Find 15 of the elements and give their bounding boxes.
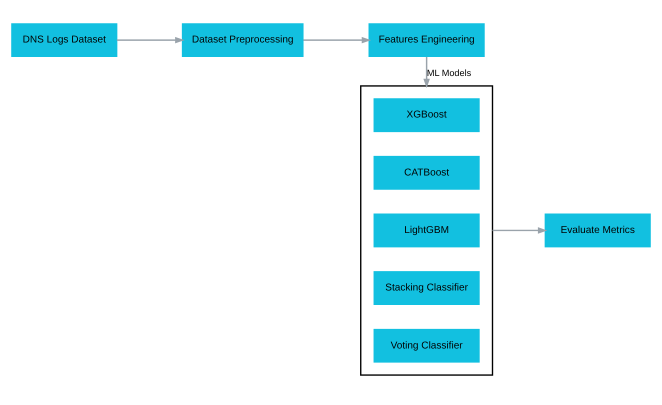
node-box: Dataset Preprocessing [182, 22, 304, 57]
node-box: LightGBM [374, 213, 480, 247]
node-box: Evaluate Metrics [544, 213, 651, 247]
arrow [116, 36, 184, 43]
arrow [303, 36, 372, 43]
node-box: Stacking Classifier [374, 270, 480, 305]
edge-label: ML Models [426, 67, 472, 78]
node-box: Voting Classifier [374, 328, 480, 362]
cluster [360, 84, 494, 376]
node-box: CATBoost [374, 155, 480, 190]
node-box: Features Engineering [368, 22, 485, 57]
node-box: DNS Logs Dataset [11, 22, 118, 57]
node-box: XGBoost [374, 98, 480, 132]
arrow [492, 226, 548, 234]
arrow [423, 56, 430, 88]
